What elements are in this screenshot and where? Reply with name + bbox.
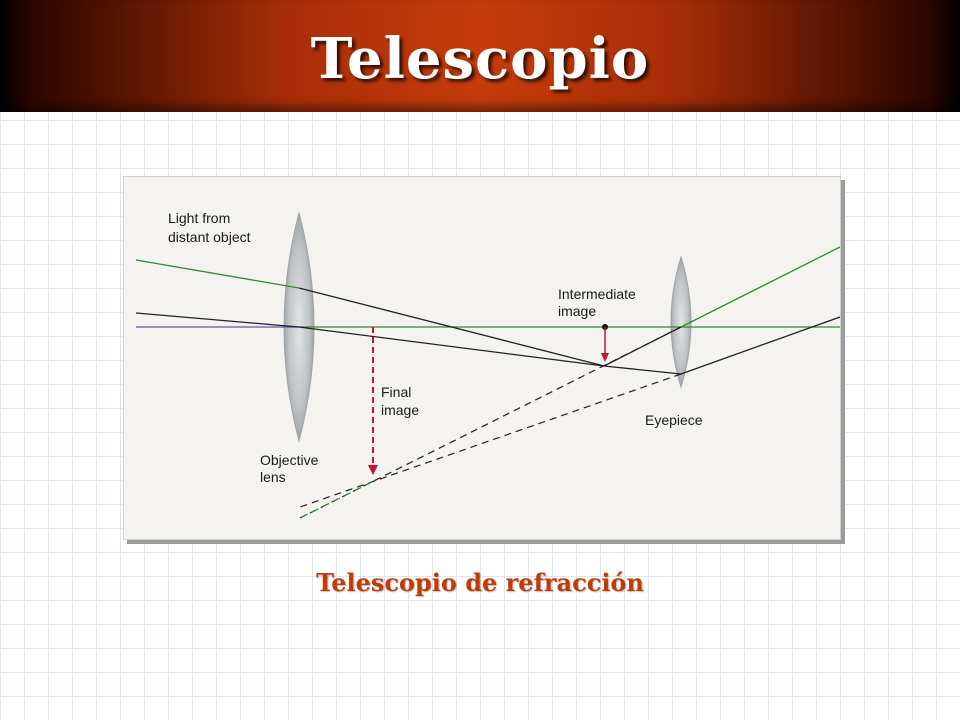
title-bar: Telescopio bbox=[0, 0, 960, 112]
label-intermediate-line2: image bbox=[558, 303, 596, 319]
telescope-diagram: Light from distant object Intermediate i… bbox=[123, 176, 841, 540]
final-image-arrowhead bbox=[368, 465, 378, 475]
incoming-ray-upper bbox=[135, 259, 300, 289]
slide-title: Telescopio bbox=[310, 26, 650, 92]
ray-upper-objective bbox=[298, 287, 605, 367]
incoming-ray-lower bbox=[135, 312, 300, 328]
label-objective-line2: lens bbox=[260, 469, 286, 485]
label-final-line1: Final bbox=[381, 384, 411, 400]
label-final-line2: image bbox=[381, 402, 419, 418]
label-eyepiece: Eyepiece bbox=[645, 412, 703, 428]
label-light-line2: distant object bbox=[168, 229, 251, 245]
emerging-ray-lower bbox=[680, 316, 840, 375]
eyepiece-lens bbox=[670, 255, 692, 389]
virtual-ray-lower bbox=[299, 373, 682, 508]
emerging-ray-upper bbox=[680, 246, 840, 328]
label-intermediate-line1: Intermediate bbox=[558, 286, 636, 302]
ray-to-eyepiece-lower bbox=[603, 365, 682, 375]
intermediate-image-arrowhead bbox=[601, 353, 609, 362]
diagram-canvas: Light from distant object Intermediate i… bbox=[135, 210, 840, 519]
ray-lower-objective bbox=[298, 326, 605, 367]
label-objective-line1: Objective bbox=[260, 452, 319, 468]
virtual-ray-green-tail bbox=[299, 481, 373, 519]
label-light-line1: Light from bbox=[168, 210, 230, 226]
figure-caption: Telescopio de refracción bbox=[316, 568, 644, 597]
